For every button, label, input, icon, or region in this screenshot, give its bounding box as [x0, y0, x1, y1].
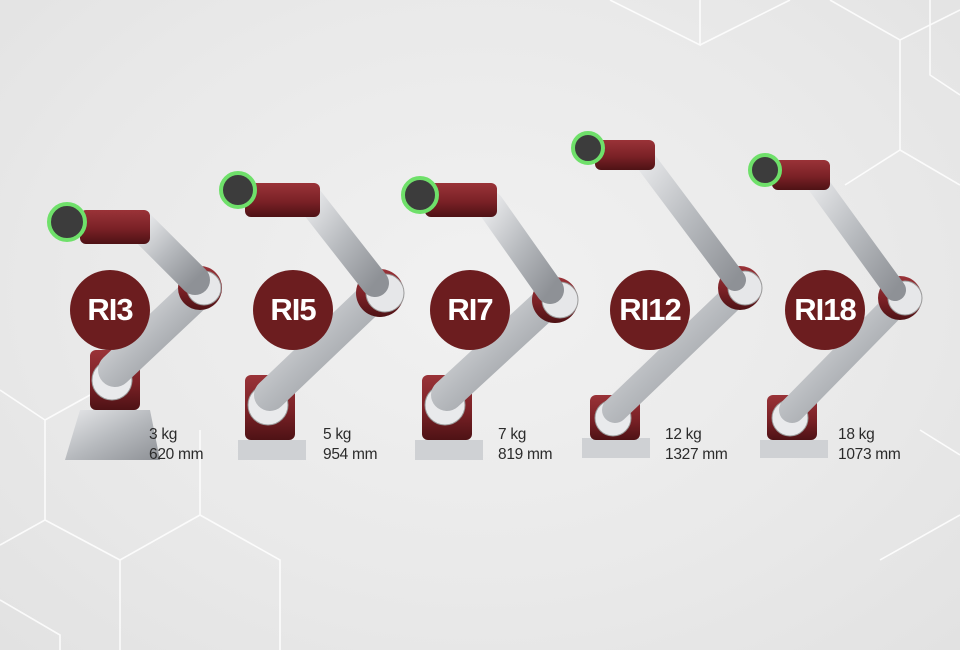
reach-label: 620 mm	[149, 446, 204, 463]
model-badge-ri3: RI3	[70, 270, 150, 350]
model-badge-ri12: RI12	[610, 270, 690, 350]
payload-label: 7 kg	[498, 426, 527, 443]
reach-label: 819 mm	[498, 446, 553, 463]
payload-label: 5 kg	[323, 426, 352, 443]
payload-label: 12 kg	[665, 426, 702, 443]
spec-ri3: 3 kg 620 mm	[149, 425, 204, 465]
spec-ri18: 18 kg 1073 mm	[838, 425, 901, 465]
model-badge-ri5: RI5	[253, 270, 333, 350]
spec-ri5: 5 kg 954 mm	[323, 425, 378, 465]
model-badge-ri7: RI7	[430, 270, 510, 350]
reach-label: 954 mm	[323, 446, 378, 463]
reach-label: 1073 mm	[838, 446, 901, 463]
payload-label: 18 kg	[838, 426, 875, 443]
spec-ri7: 7 kg 819 mm	[498, 425, 553, 465]
spec-ri12: 12 kg 1327 mm	[665, 425, 728, 465]
payload-label: 3 kg	[149, 426, 178, 443]
model-badge-ri18: RI18	[785, 270, 865, 350]
reach-label: 1327 mm	[665, 446, 728, 463]
